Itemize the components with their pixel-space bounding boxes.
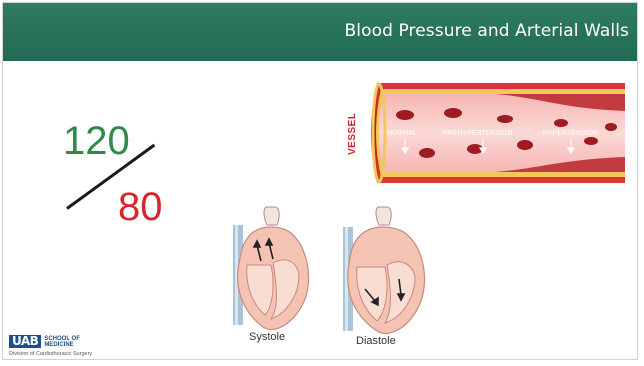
slide: Blood Pressure and Arterial Walls 120 80… (2, 2, 638, 360)
logo-line2: MEDICINE (44, 342, 80, 348)
uab-logo-text: SCHOOL OF MEDICINE (41, 336, 80, 348)
division-text: Division of Cardiothoracic Surgery (9, 351, 92, 357)
uab-logo-mark: UAB (9, 335, 41, 348)
slide-title: Blood Pressure and Arterial Walls (344, 21, 629, 41)
vessel-label-prehypertension: PREHYPERTENSION (443, 130, 513, 137)
diastole-label: Diastole (356, 335, 396, 347)
diastolic-value: 80 (118, 185, 163, 230)
systolic-value: 120 (63, 119, 130, 164)
systole-label: Systole (249, 331, 285, 343)
heart-systole-illustration (217, 203, 317, 335)
slide-header: Blood Pressure and Arterial Walls (3, 3, 637, 61)
heart-diastole-illustration (329, 203, 431, 339)
vessel-label-normal: NORMAL (387, 130, 417, 137)
vessel-side-label: VESSEL (347, 113, 358, 155)
uab-logo: UAB SCHOOL OF MEDICINE (9, 335, 80, 348)
artery-vessel-illustration: NORMAL PREHYPERTENSION HYPERTENSION (365, 79, 627, 187)
vessel-label-hypertension: HYPERTENSION (543, 130, 598, 137)
logo-line1: SCHOOL OF (44, 336, 80, 342)
